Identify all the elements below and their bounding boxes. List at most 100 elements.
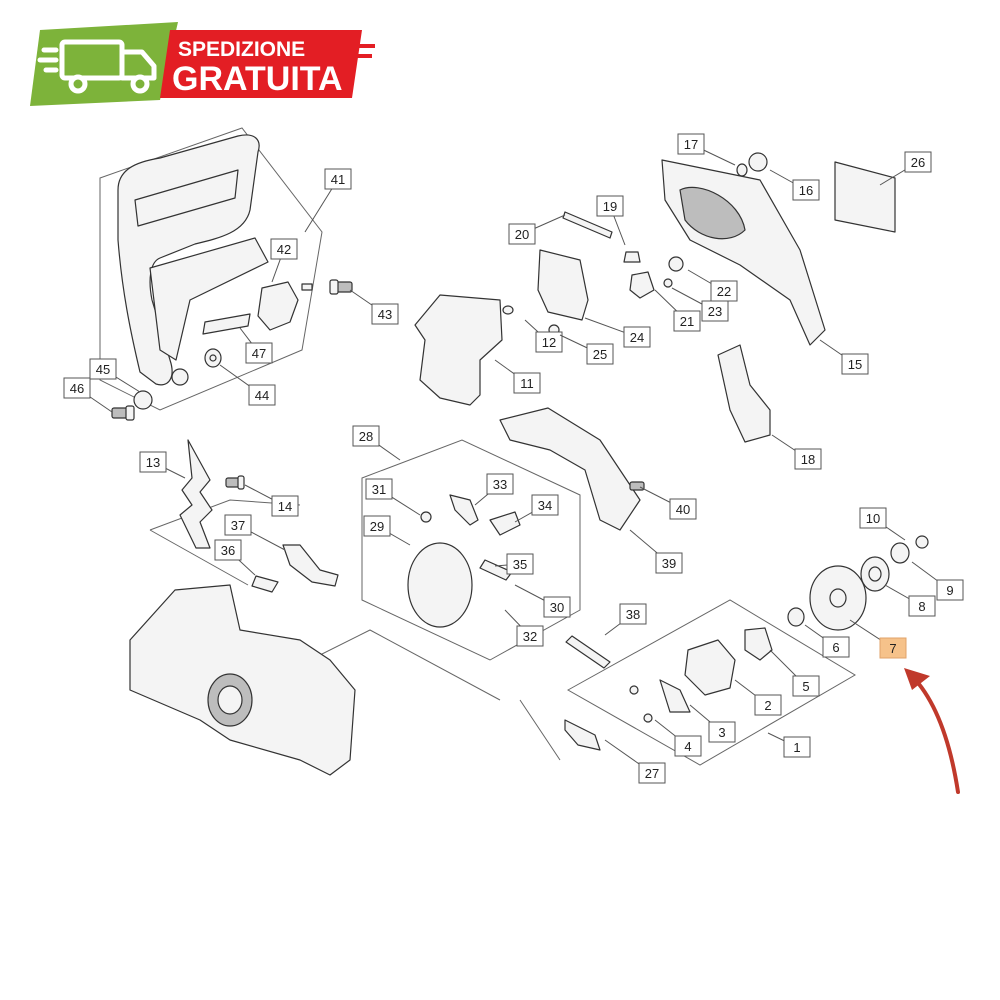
parts (111, 134, 929, 776)
callout-label-4: 4 (684, 739, 691, 754)
screw-part (420, 511, 432, 523)
callout-label-30: 30 (550, 600, 564, 615)
nut-part (748, 152, 768, 172)
callout-box-13 (139, 451, 167, 473)
callout-label-11: 11 (520, 376, 534, 391)
banner-line-2: GRATUITA (172, 60, 343, 98)
screw-part (225, 475, 245, 490)
callout-box-15 (841, 353, 869, 375)
callout-label-43: 43 (378, 307, 392, 322)
bumper-spike-part (179, 439, 213, 549)
callout-label-10: 10 (866, 511, 880, 526)
callout-label-24: 24 (630, 330, 644, 345)
callout-label-25: 25 (593, 347, 607, 362)
callout-label-14: 14 (278, 499, 292, 514)
callout-label-7: 7 (889, 641, 896, 656)
label-sticker-part (202, 313, 251, 335)
callout-box-23 (701, 300, 729, 322)
callout-box-14 (271, 495, 299, 517)
callout-label-20: 20 (515, 227, 529, 242)
callout-box-41 (324, 168, 352, 190)
chain-guard-plate-part (414, 294, 503, 406)
callout-box-46 (63, 377, 91, 399)
callout-label-17: 17 (684, 137, 698, 152)
needle-bearing-part (787, 607, 805, 627)
callout-box-47 (245, 342, 273, 364)
callout-label-32: 32 (523, 629, 537, 644)
callout-box-35 (506, 553, 534, 575)
callout-label-46: 46 (70, 381, 84, 396)
callout-label-23: 23 (708, 304, 722, 319)
callout-label-8: 8 (918, 599, 925, 614)
callout-label-9: 9 (946, 583, 953, 598)
callout-label-33: 33 (493, 477, 507, 492)
side-handle-part (717, 344, 771, 443)
washer-part (629, 685, 639, 695)
screw-part (111, 405, 135, 421)
callout-box-17 (677, 133, 705, 155)
callout-box-42 (270, 238, 298, 260)
clutch-shoe-part (744, 627, 773, 661)
clutch-spring-part (659, 679, 691, 713)
handle-bar-part (499, 407, 641, 531)
nut-part (915, 535, 929, 549)
group-outlines (99, 127, 856, 766)
callout-box-31 (365, 478, 393, 500)
callout-box-4 (674, 735, 702, 757)
callout-box-21 (673, 310, 701, 332)
callout-box-7 (879, 637, 907, 659)
callout-label-42: 42 (277, 242, 291, 257)
label-sticker-part (834, 161, 896, 233)
callout-box-20 (508, 223, 536, 245)
rear-handle-part (117, 134, 269, 386)
screw-part (329, 279, 353, 295)
shipping-text-background (160, 30, 362, 98)
callout-label-45: 45 (96, 362, 110, 377)
callout-label-44: 44 (255, 388, 269, 403)
spring-part (251, 575, 279, 593)
callout-box-6 (822, 636, 850, 658)
chain-plate-part (537, 249, 589, 321)
washer-part (736, 163, 748, 177)
callout-box-11 (513, 372, 541, 394)
callout-box-43 (371, 303, 399, 325)
callout-box-8 (908, 595, 936, 617)
callout-box-1 (783, 736, 811, 758)
callout-box-3 (708, 721, 736, 743)
callout-box-30 (543, 596, 571, 618)
bracket-part (257, 281, 299, 331)
callout-box-39 (655, 552, 683, 574)
callout-label-15: 15 (848, 357, 862, 372)
callout-box-27 (638, 762, 666, 784)
callout-box-40 (669, 498, 697, 520)
screw-part (629, 481, 645, 491)
truck-icon-background (30, 22, 178, 106)
callout-label-27: 27 (645, 766, 659, 781)
callout-box-38 (619, 603, 647, 625)
free-shipping-banner: SPEDIZIONE GRATUITA (30, 22, 375, 106)
callout-label-1: 1 (793, 740, 800, 755)
callout-label-31: 31 (372, 482, 386, 497)
stud-part (623, 251, 641, 263)
callout-label-28: 28 (359, 429, 373, 444)
callout-label-40: 40 (676, 502, 690, 517)
highlight-arrow-icon (904, 668, 960, 794)
adjuster-part (629, 271, 655, 299)
oil-pump-part (564, 719, 601, 751)
callout-label-37: 37 (231, 518, 245, 533)
callout-label-18: 18 (801, 452, 815, 467)
callout-label-29: 29 (370, 519, 384, 534)
spring-part (565, 635, 611, 669)
nut-part (668, 256, 684, 272)
brake-band-part (407, 542, 473, 628)
callout-label-34: 34 (538, 498, 552, 513)
spring-part (479, 559, 513, 581)
callout-box-16 (792, 179, 820, 201)
callout-label-22: 22 (717, 284, 731, 299)
brake-lever-part (282, 544, 339, 587)
pin-part (502, 305, 514, 315)
nut-part (133, 390, 153, 410)
callout-box-37 (224, 514, 252, 536)
callout-box-29 (363, 515, 391, 537)
